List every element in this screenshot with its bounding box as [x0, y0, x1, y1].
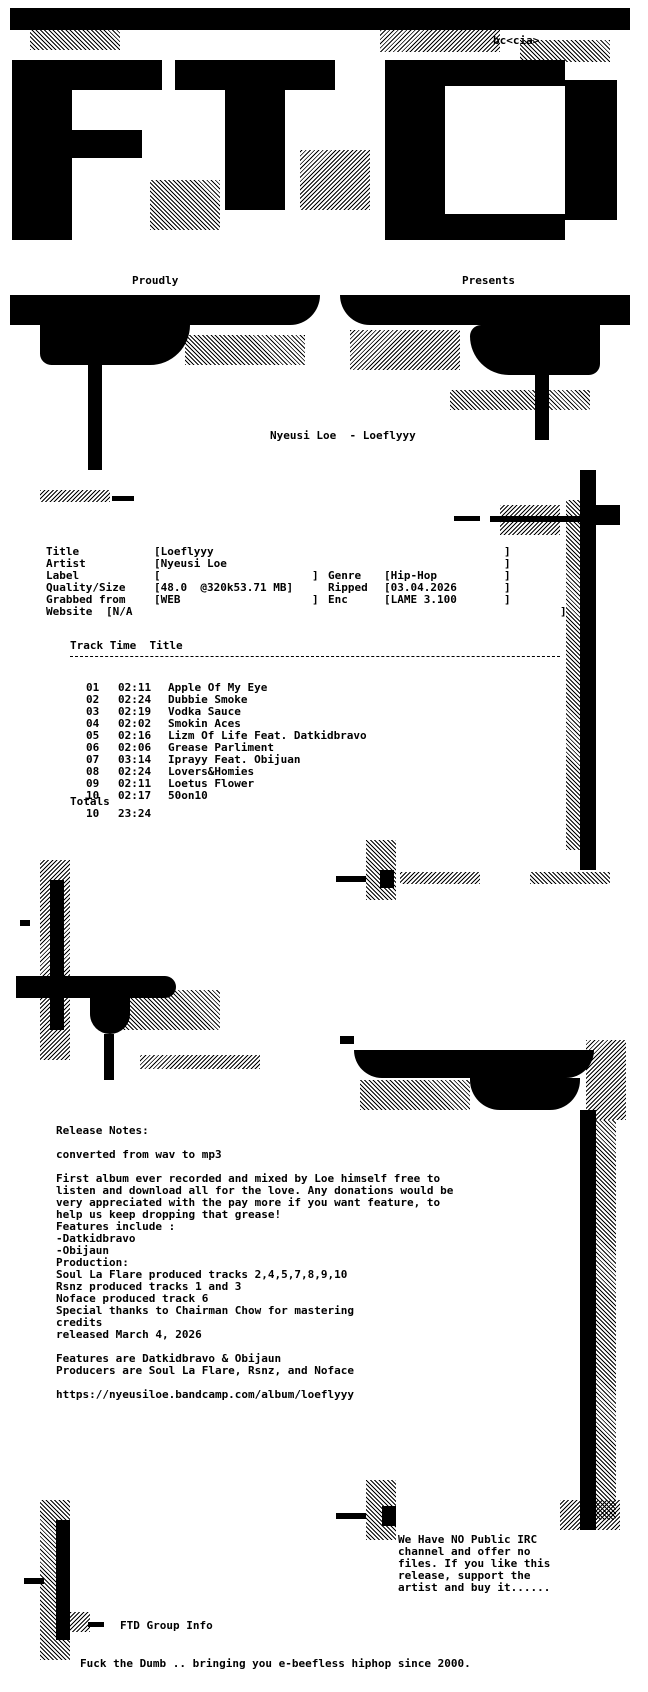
- group-tag: bc<cia>: [493, 34, 540, 47]
- tagline: Fuck the Dumb .. bringing you e-beefless…: [80, 1657, 471, 1670]
- totals-count: 10: [86, 807, 100, 820]
- track-number: 10: [86, 789, 100, 802]
- notes-line: Production:: [56, 1256, 129, 1269]
- genre-value: [Hip-Hop: [384, 569, 437, 582]
- track-time: 02:11: [118, 777, 152, 790]
- enc-value: [LAME 3.100: [384, 593, 457, 606]
- track-number: 01: [86, 681, 100, 694]
- notes-line: Producers are Soul La Flare, Rsnz, and N…: [56, 1364, 355, 1377]
- track-time: 02:17: [118, 789, 152, 802]
- tracklist-divider: [70, 656, 560, 658]
- track-title: Apple Of My Eye: [168, 681, 268, 694]
- track-number: 05: [86, 729, 100, 742]
- track-time: 02:02: [118, 717, 152, 730]
- track-time: 02:11: [118, 681, 152, 694]
- genre-label: Genre: [328, 569, 362, 582]
- quality-label: Quality/Size: [46, 581, 126, 594]
- irc-line: channel and offer no: [398, 1545, 531, 1558]
- irc-line: files. If you like this: [398, 1557, 551, 1570]
- quality-value: [48.0 @320k53.71 MB]: [154, 581, 294, 594]
- notes-line: First album ever recorded and mixed by L…: [56, 1172, 441, 1185]
- track-number: 08: [86, 765, 100, 778]
- notes-line: -Obijaun: [56, 1244, 109, 1257]
- totals-time: 23:24: [118, 807, 152, 820]
- notes-line: Rsnz produced tracks 1 and 3: [56, 1280, 242, 1293]
- track-time: 02:24: [118, 693, 152, 706]
- track-title: Iprayy Feat. Obijuan: [168, 753, 301, 766]
- ripped-label: Ripped: [328, 581, 368, 594]
- notes-line: very appreciated with the pay more if yo…: [56, 1196, 441, 1209]
- track-number: 04: [86, 717, 100, 730]
- notes-line: Noface produced track 6: [56, 1292, 209, 1305]
- track-time: 02:24: [118, 765, 152, 778]
- label-value: [: [154, 569, 161, 582]
- notes-line: Special thanks to Chairman Chow for mast…: [56, 1304, 355, 1317]
- title-value: [Loeflyyy: [154, 545, 214, 558]
- release-title: Nyeusi Loe - Loeflyyy: [270, 429, 416, 442]
- track-number: 03: [86, 705, 100, 718]
- track-title: Grease Parliment: [168, 741, 274, 754]
- track-title: Vodka Sauce: [168, 705, 241, 718]
- notes-line: Features are Datkidbravo & Obijaun: [56, 1352, 282, 1365]
- notes-line: credits: [56, 1316, 103, 1329]
- track-time: 02:19: [118, 705, 152, 718]
- website-value: [N/A: [106, 605, 133, 618]
- track-number: 09: [86, 777, 100, 790]
- track-time: 02:16: [118, 729, 152, 742]
- track-title: Smokin Aces: [168, 717, 241, 730]
- tracklist-header: Track Time Title: [70, 639, 183, 652]
- track-number: 07: [86, 753, 100, 766]
- title-label: Title: [46, 545, 80, 558]
- track-time: 02:06: [118, 741, 152, 754]
- track-title: Loetus Flower: [168, 777, 255, 790]
- track-title: Lovers&Homies: [168, 765, 255, 778]
- irc-line: We Have NO Public IRC: [398, 1533, 538, 1546]
- track-time: 03:14: [118, 753, 152, 766]
- track-title: Lizm Of Life Feat. Datkidbravo: [168, 729, 367, 742]
- notes-line: https://nyeusiloe.bandcamp.com/album/loe…: [56, 1388, 355, 1401]
- label-label: Label: [46, 569, 80, 582]
- notes-line: help us keep dropping that grease!: [56, 1208, 282, 1221]
- ripped-value: [03.04.2026: [384, 581, 457, 594]
- notes-line: Soul La Flare produced tracks 2,4,5,7,8,…: [56, 1268, 348, 1281]
- artist-label: Artist: [46, 557, 86, 570]
- grabbed-label: Grabbed from: [46, 593, 126, 606]
- irc-line: artist and buy it......: [398, 1581, 551, 1594]
- website-label: Website: [46, 605, 93, 618]
- enc-label: Enc: [328, 593, 348, 606]
- notes-line: released March 4, 2026: [56, 1328, 202, 1341]
- notes-line: Features include :: [56, 1220, 176, 1233]
- totals-label: Totals: [70, 795, 110, 808]
- track-title: 50on10: [168, 789, 208, 802]
- track-number: 02: [86, 693, 100, 706]
- presents-text: Presents: [462, 274, 515, 287]
- notes-line: listen and download all for the love. An…: [56, 1184, 454, 1197]
- track-number: 06: [86, 741, 100, 754]
- notes-heading: Release Notes:: [56, 1124, 149, 1137]
- artist-value: [Nyeusi Loe: [154, 557, 227, 570]
- group-info: FTD Group Info: [120, 1619, 213, 1632]
- notes-line: converted from wav to mp3: [56, 1148, 222, 1161]
- irc-line: release, support the: [398, 1569, 531, 1582]
- track-title: Dubbie Smoke: [168, 693, 248, 706]
- grabbed-value: [WEB: [154, 593, 181, 606]
- notes-line: -Datkidbravo: [56, 1232, 136, 1245]
- proudly-text: Proudly: [132, 274, 179, 287]
